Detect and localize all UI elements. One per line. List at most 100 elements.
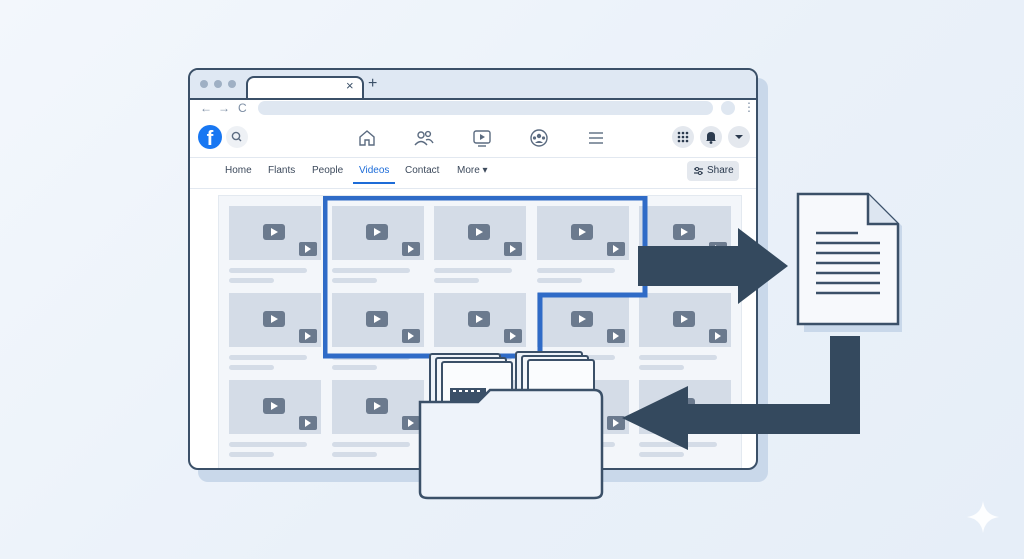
browser-menu-icon[interactable]: ⋮	[743, 100, 755, 114]
address-bar[interactable]	[258, 101, 713, 115]
play-icon	[365, 224, 388, 240]
video-thumbnail[interactable]	[331, 206, 424, 260]
video-meta-placeholder	[331, 278, 377, 283]
video-badge-icon	[299, 329, 317, 343]
video-card[interactable]	[229, 380, 321, 460]
video-badge-icon	[504, 242, 522, 256]
search-button[interactable]	[226, 126, 248, 148]
play-icon	[468, 311, 490, 327]
notifications-button[interactable]	[700, 126, 722, 148]
window-control-maximize[interactable]	[228, 80, 236, 88]
play-icon	[570, 224, 593, 240]
filter-icon	[694, 167, 703, 175]
play-icon	[263, 224, 285, 240]
subnav-flants[interactable]: Flants	[268, 165, 296, 176]
video-meta-placeholder	[639, 365, 684, 370]
share-label: Share	[707, 165, 734, 176]
video-meta-placeholder	[229, 278, 274, 283]
video-title-placeholder	[434, 268, 512, 273]
groups-icon[interactable]	[528, 128, 550, 148]
video-title-placeholder	[229, 268, 307, 273]
share-button[interactable]: Share	[687, 161, 739, 181]
forward-icon[interactable]: →	[218, 101, 230, 115]
friends-icon[interactable]	[413, 128, 435, 148]
play-icon	[365, 398, 388, 414]
video-meta-placeholder	[434, 278, 479, 283]
video-badge-icon	[299, 416, 317, 430]
apps-button[interactable]	[672, 126, 694, 148]
video-title-placeholder	[536, 268, 615, 273]
video-badge-icon	[401, 329, 420, 343]
folder-icon	[418, 351, 604, 500]
video-card[interactable]	[229, 293, 321, 373]
browser-tab[interactable]	[246, 76, 364, 100]
video-card[interactable]	[331, 380, 424, 460]
video-card[interactable]	[639, 293, 731, 373]
video-badge-icon	[709, 329, 727, 343]
video-title-placeholder	[331, 442, 410, 447]
video-thumbnail[interactable]	[331, 380, 424, 434]
play-icon	[570, 311, 593, 327]
video-card[interactable]	[536, 206, 629, 286]
search-icon	[231, 131, 242, 142]
window-control-minimize[interactable]	[214, 80, 222, 88]
video-thumbnail[interactable]	[229, 206, 321, 260]
active-tab-indicator	[353, 182, 395, 184]
video-badge-icon	[401, 242, 420, 256]
video-badge-icon	[299, 242, 317, 256]
back-icon[interactable]: ←	[200, 101, 212, 115]
video-thumbnail[interactable]	[536, 293, 629, 347]
subnav-contact[interactable]: Contact	[405, 165, 440, 176]
profile-icon[interactable]	[721, 101, 735, 115]
apps-grid-icon	[677, 131, 689, 143]
video-thumbnail[interactable]	[639, 293, 731, 347]
video-badge-icon	[504, 329, 522, 343]
video-thumbnail[interactable]	[536, 206, 629, 260]
play-icon	[673, 224, 695, 240]
facebook-header	[190, 121, 756, 158]
video-card[interactable]	[434, 206, 526, 286]
tab-close-icon[interactable]: ×	[346, 78, 354, 93]
video-card[interactable]	[536, 293, 629, 373]
video-title-placeholder	[229, 355, 307, 360]
arrow-left-icon	[622, 336, 860, 450]
page-subnav	[190, 158, 756, 189]
video-thumbnail[interactable]	[434, 293, 526, 347]
video-card[interactable]	[331, 293, 424, 373]
account-button[interactable]	[728, 126, 750, 148]
video-title-placeholder	[639, 355, 717, 360]
video-badge-icon	[606, 242, 625, 256]
window-control-close[interactable]	[200, 80, 208, 88]
play-icon	[263, 311, 285, 327]
video-card[interactable]	[229, 206, 321, 286]
subnav-videos[interactable]: Videos	[359, 165, 390, 176]
video-thumbnail[interactable]	[331, 293, 424, 347]
play-icon	[468, 224, 490, 240]
video-title-placeholder	[331, 268, 410, 273]
home-icon[interactable]	[356, 128, 378, 148]
video-meta-placeholder	[331, 452, 377, 457]
bell-icon	[706, 132, 716, 144]
video-thumbnail[interactable]	[229, 380, 321, 434]
video-badge-icon	[606, 416, 625, 430]
video-meta-placeholder	[536, 278, 582, 283]
subnav-home[interactable]: Home	[225, 165, 252, 176]
new-tab-icon[interactable]: +	[368, 75, 378, 92]
subnav-more[interactable]: More ▾	[457, 165, 488, 176]
video-card[interactable]	[331, 206, 424, 286]
video-meta-placeholder	[331, 365, 377, 370]
reload-icon[interactable]: C	[238, 101, 247, 115]
video-title-placeholder	[229, 442, 307, 447]
video-thumbnail[interactable]	[434, 206, 526, 260]
play-icon	[365, 311, 388, 327]
arrow-right-icon	[638, 228, 788, 304]
document-icon	[796, 192, 902, 332]
subnav-people[interactable]: People	[312, 165, 344, 176]
video-badge-icon	[606, 329, 625, 343]
video-thumbnail[interactable]	[229, 293, 321, 347]
menu-icon[interactable]	[585, 128, 607, 148]
facebook-logo[interactable]: f	[198, 125, 222, 149]
watch-icon[interactable]	[471, 128, 493, 148]
play-icon	[263, 398, 285, 414]
video-meta-placeholder	[229, 452, 274, 457]
